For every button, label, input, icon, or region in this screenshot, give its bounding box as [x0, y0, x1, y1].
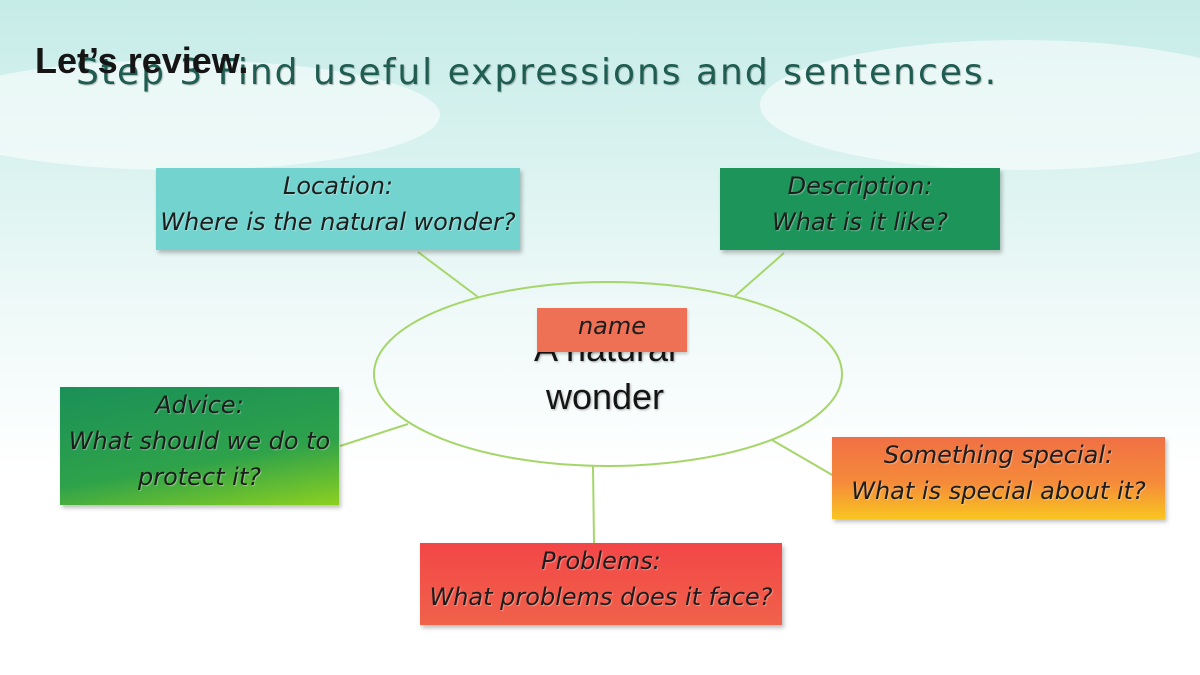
advice-question: What should we do to protect it?: [68, 427, 331, 491]
problems-heading: Problems:: [541, 547, 661, 575]
problems-box: Problems: What problems does it face?: [420, 543, 782, 625]
cloud-decoration-left: [0, 60, 440, 170]
problems-question: What problems does it face?: [429, 583, 773, 611]
connector-special: [771, 439, 835, 477]
connector-problems: [592, 465, 595, 544]
description-heading: Description:: [787, 172, 933, 200]
name-label-box: name: [537, 308, 687, 352]
advice-heading: Advice:: [155, 391, 244, 419]
description-box: Description: What is it like?: [720, 168, 1000, 250]
slide-title: Step 3 Find useful expressions and sente…: [76, 52, 999, 93]
description-question: What is it like?: [772, 208, 948, 236]
advice-box: Advice: What should we do to protect it?: [60, 387, 339, 505]
special-question: What is special about it?: [851, 477, 1146, 505]
slide-title-overlay: Let’s review.: [35, 40, 249, 81]
special-heading: Something special:: [883, 441, 1114, 469]
location-heading: Location:: [282, 172, 393, 200]
connector-advice: [339, 423, 409, 447]
location-box: Location: Where is the natural wonder?: [156, 168, 520, 250]
connector-description: [734, 252, 785, 297]
cloud-decoration-right: [760, 40, 1200, 170]
special-box: Something special: What is special about…: [832, 437, 1165, 519]
center-ellipse: [373, 281, 843, 467]
connector-location: [417, 251, 479, 298]
location-question: Where is the natural wonder?: [160, 208, 516, 236]
